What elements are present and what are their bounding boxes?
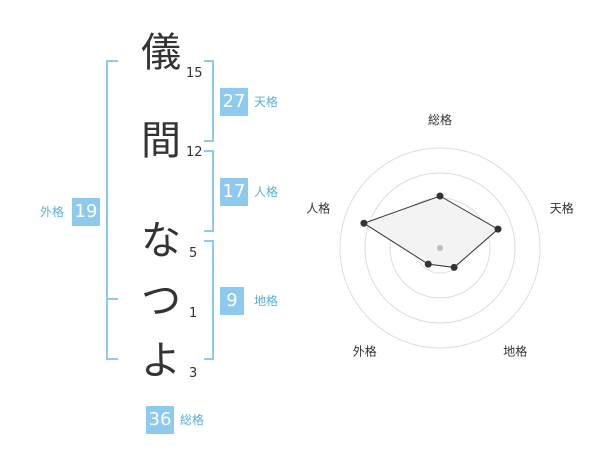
radar-point-3 — [450, 263, 458, 271]
name-char-3: な — [141, 218, 181, 264]
radar-series-polygon — [362, 195, 499, 268]
radar-axis-label-2: 天格 — [550, 200, 574, 215]
chikaku-label: 地格 — [254, 294, 279, 308]
radar-axis-label-4: 外格 — [353, 344, 377, 359]
name-char-4: つ — [141, 278, 181, 324]
stroke-count-3: 5 — [189, 246, 198, 261]
stroke-count-4: 1 — [189, 306, 198, 321]
jinkaku-label: 人格 — [254, 185, 279, 199]
radar-point-1 — [436, 192, 444, 200]
name-char-5: よ — [141, 338, 181, 384]
radar-point-4 — [424, 260, 432, 268]
radar-axis-label-5: 人格 — [306, 200, 330, 215]
stroke-count-1: 15 — [186, 66, 203, 81]
jinkaku-badge: 17 — [220, 178, 248, 206]
radar-axis-label-1: 総格 — [428, 112, 452, 127]
jinkaku-bracket — [204, 150, 214, 232]
radar-center — [437, 245, 443, 251]
name-char-2: 間 — [141, 118, 181, 164]
radar-point-2 — [494, 225, 502, 233]
tenkaku-bracket — [204, 60, 214, 142]
tenkaku-badge: 27 — [220, 88, 248, 116]
soukaku-label: 総格 — [180, 413, 205, 427]
chikaku-bracket — [204, 240, 214, 360]
radar-point-5 — [360, 219, 368, 227]
tenkaku-label: 天格 — [254, 95, 279, 109]
gaikaku-label: 外格 — [40, 205, 65, 219]
soukaku-badge: 36 — [146, 406, 174, 434]
stroke-count-5: 3 — [189, 366, 198, 381]
gaikaku-bracket — [106, 60, 118, 360]
radar-ring-3 — [364, 172, 516, 324]
name-char-1: 儀 — [141, 30, 181, 76]
radar-axis-label-3: 地格 — [503, 344, 527, 359]
chikaku-badge: 9 — [220, 287, 244, 315]
radar-ring-4 — [339, 147, 541, 349]
gaikaku-badge: 19 — [72, 198, 100, 226]
stroke-count-2: 12 — [186, 145, 203, 160]
gaikaku-bracket-tick — [106, 298, 118, 300]
